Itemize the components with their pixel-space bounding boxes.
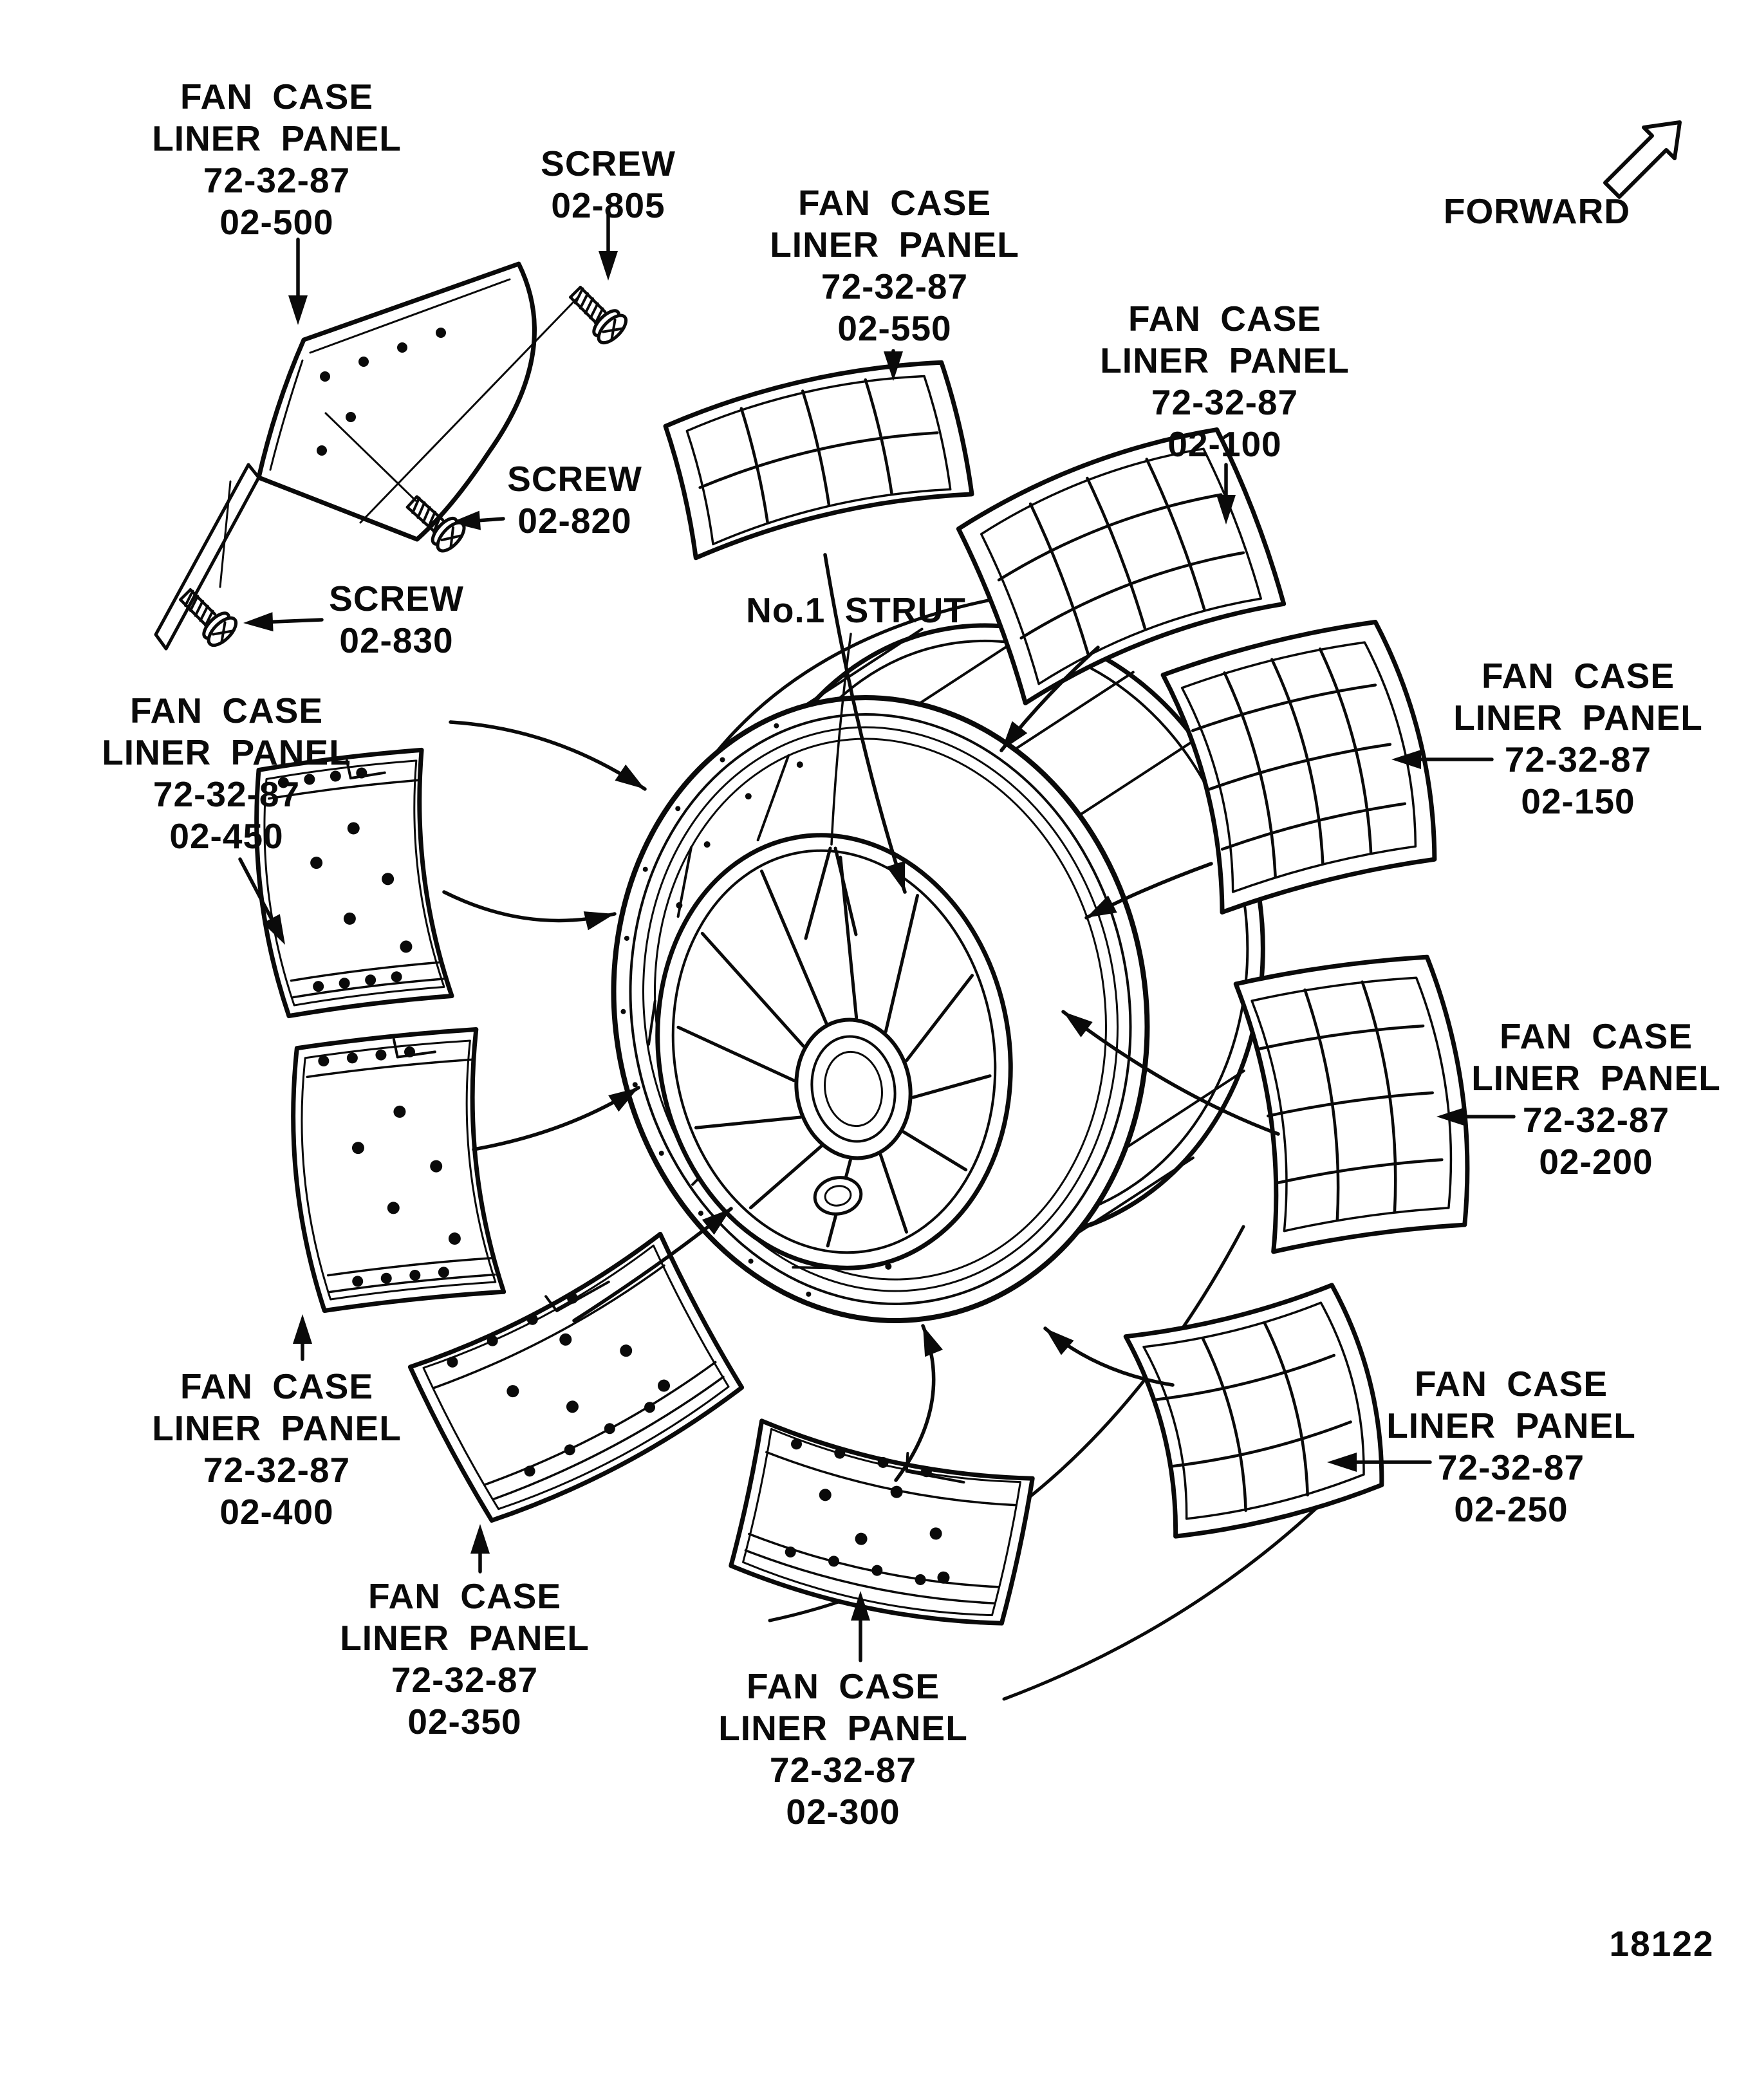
panel-02-100 — [956, 427, 1287, 705]
label-fan-case-liner-panel-02-400: FAN CASE LINER PANEL 72-32-87 02-400 — [152, 1366, 402, 1532]
screw-02-830-icon — [179, 588, 238, 647]
panel-02-450 — [254, 747, 454, 1019]
label-screw-02-830: SCREW 02-830 — [329, 579, 464, 660]
label-fan-case-liner-panel-02-200: FAN CASE LINER PANEL 72-32-87 02-200 — [1471, 1016, 1721, 1182]
screw-02-820-icon — [405, 495, 466, 553]
forward-arrow-icon — [1603, 120, 1682, 199]
label-fan-case-liner-panel-02-300: FAN CASE LINER PANEL 72-32-87 02-300 — [718, 1666, 968, 1832]
screw-02-805-icon — [569, 286, 628, 345]
label-fan-case-liner-panel-02-100: FAN CASE LINER PANEL 72-32-87 02-100 — [1100, 299, 1350, 464]
label-fan-case-liner-panel-02-450: FAN CASE LINER PANEL 72-32-87 02-450 — [102, 691, 351, 856]
panel-02-300 — [729, 1418, 1035, 1626]
label-fan-case-liner-panel-02-350: FAN CASE LINER PANEL 72-32-87 02-350 — [340, 1576, 590, 1742]
label-fan-case-liner-panel-02-500: FAN CASE LINER PANEL 72-32-87 02-500 — [152, 77, 402, 242]
panel-02-350 — [407, 1232, 745, 1523]
label-forward: FORWARD — [1443, 191, 1631, 231]
label-fan-case-liner-panel-02-250: FAN CASE LINER PANEL 72-32-87 02-250 — [1386, 1364, 1636, 1529]
panel-02-200 — [1233, 954, 1470, 1254]
label-no1-strut: No.1 STRUT — [746, 590, 966, 630]
figure-number: 18122 — [1609, 1924, 1715, 1964]
panel-02-550 — [663, 360, 974, 561]
label-fan-case-liner-panel-02-150: FAN CASE LINER PANEL 72-32-87 02-150 — [1453, 656, 1703, 821]
label-screw-02-805: SCREW 02-805 — [541, 144, 676, 225]
panel-02-400 — [291, 1027, 507, 1314]
label-fan-case-liner-panel-02-550: FAN CASE LINER PANEL 72-32-87 02-550 — [770, 183, 1019, 348]
panel-02-250 — [1123, 1283, 1384, 1539]
panel-02-150 — [1160, 620, 1437, 915]
label-screw-02-820: SCREW 02-820 — [507, 459, 642, 541]
